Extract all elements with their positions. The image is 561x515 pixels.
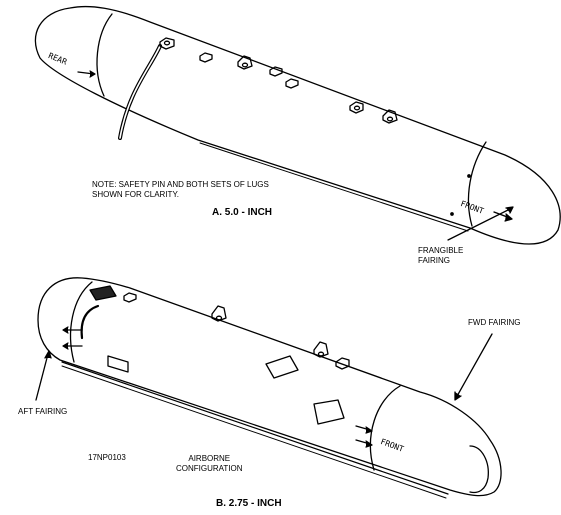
lug-5 (285, 78, 299, 89)
access-panel-3 (313, 399, 345, 425)
lug-4 (269, 66, 283, 77)
aft-fairing-callout: AFT FAIRING (18, 407, 68, 416)
bottom-lug-1 (123, 292, 137, 303)
fwd-fairing-seam (369, 385, 401, 471)
aft-fairing-seam (69, 281, 93, 363)
frangible-leader (447, 207, 513, 241)
aft-fairing-leader (35, 353, 49, 401)
safety-pin-lanyard (118, 44, 162, 140)
frangible-fairing-callout: FRANGIBLE FAIRING (418, 246, 464, 265)
launcher-5-inch (34, 5, 561, 245)
launcher-2-75-inch (35, 277, 502, 499)
lug-3 (237, 55, 253, 70)
access-panel-1 (107, 355, 129, 373)
lug-7 (382, 109, 398, 124)
fwd-fairing-callout: FWD FAIRING (468, 318, 521, 327)
front-fairing-seam (467, 141, 487, 227)
drawing-id: 17NP0103 (88, 453, 126, 462)
airborne-configuration: AIRBORNE CONFIGURATION (176, 454, 243, 473)
front-cap (469, 445, 489, 494)
access-panel-2 (265, 355, 299, 379)
rear-fairing-seam (96, 13, 113, 97)
lug-1 (159, 37, 175, 50)
lug-6 (349, 101, 364, 114)
launcher-2-75-body-outline (37, 277, 502, 497)
launcher-5-body-outline (34, 5, 561, 245)
aft-hatch (89, 285, 117, 301)
bottom-lug-3 (313, 341, 329, 358)
fwd-fairing-leader (455, 333, 493, 399)
safety-note: NOTE: SAFETY PIN AND BOTH SETS OF LUGS S… (92, 180, 269, 199)
figure-b-caption: B. 2.75 - INCH (216, 498, 282, 509)
lug-2 (199, 52, 213, 63)
bottom-lug-4 (335, 357, 350, 370)
bottom-lug-2 (211, 305, 227, 322)
figure-a-caption: A. 5.0 - INCH (212, 207, 273, 218)
